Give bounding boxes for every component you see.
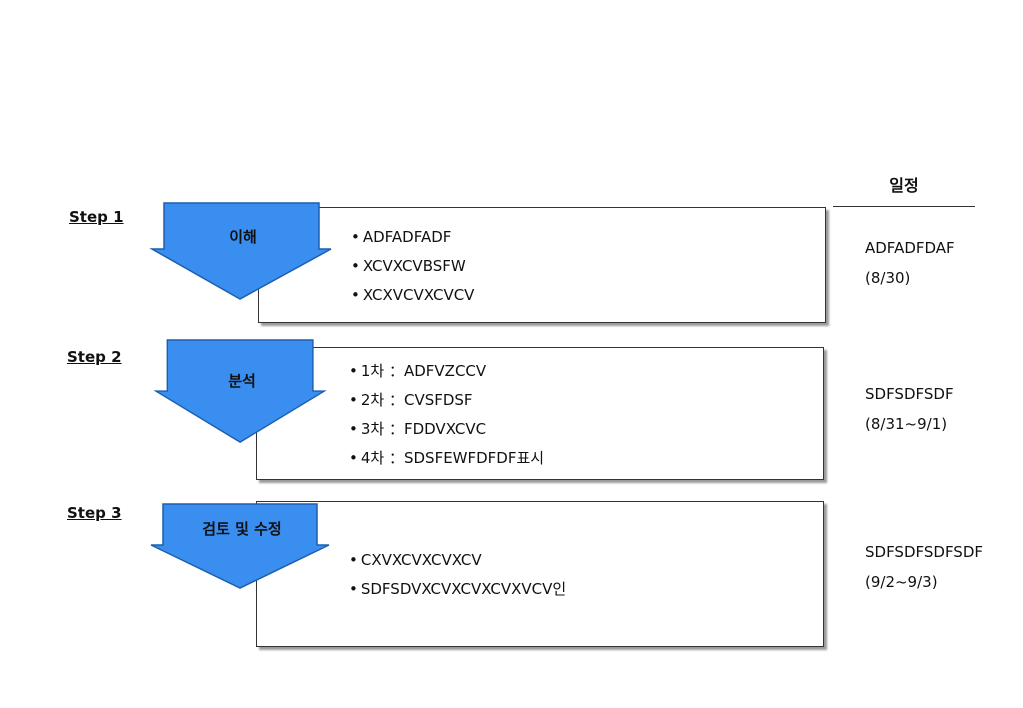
list-item: 3차 ：FDDVXCVC bbox=[349, 415, 544, 444]
schedule-divider bbox=[833, 206, 975, 207]
list-item: ADFADFADF bbox=[351, 223, 474, 252]
list-item: 4차 ：SDSFEWFDFDF표시 bbox=[349, 444, 544, 473]
schedule-title: 일정 bbox=[889, 176, 919, 195]
step-3-item-list: CXVXCVXCVXCV SDFSDVXCVXCVXCVXVCV인 bbox=[349, 546, 566, 604]
step-3-arrow-shape bbox=[150, 503, 330, 589]
list-item: SDFSDVXCVXCVXCVXVCV인 bbox=[349, 575, 566, 604]
step-2-arrow-shape bbox=[153, 339, 327, 443]
step-2-item-list: 1차 ：ADFVZCCV 2차 ：CVSFDSF 3차 ：FDDVXCVC 4차… bbox=[349, 357, 544, 473]
list-item: 2차 ：CVSFDSF bbox=[349, 386, 544, 415]
step-3-label: Step 3 bbox=[67, 504, 122, 522]
schedule-dates: (9/2~9/3) bbox=[865, 573, 938, 591]
step-3-schedule: SDFSDFSDFSDF (9/2~9/3) bbox=[865, 537, 983, 597]
list-item: 1차 ：ADFVZCCV bbox=[349, 357, 544, 386]
schedule-dates: (8/31~9/1) bbox=[865, 415, 948, 433]
step-1-label: Step 1 bbox=[69, 208, 124, 226]
step-2-label: Step 2 bbox=[67, 348, 122, 366]
list-item: XCXVCVXCVCV bbox=[351, 281, 475, 310]
schedule-name: SDFSDFSDFSDF bbox=[865, 543, 984, 561]
step-1-content-box bbox=[258, 207, 826, 323]
step-3-phase-label: 검토 및 수정 bbox=[202, 520, 282, 538]
list-item: CXVXCVXCVXCV bbox=[349, 546, 566, 575]
step-1-phase-label: 이해 bbox=[229, 228, 257, 246]
step-2-phase-label: 분석 bbox=[228, 372, 256, 390]
schedule-name: SDFSDFSDF bbox=[865, 385, 954, 403]
step-1-arrow: 이해 bbox=[149, 200, 336, 300]
step-1-schedule: ADFADFDAF (8/30) bbox=[865, 233, 955, 293]
schedule-name: ADFADFDAF bbox=[865, 239, 955, 257]
schedule-dates: (8/30) bbox=[865, 269, 911, 287]
step-3-arrow: 검토 및 수정 bbox=[149, 495, 335, 589]
step-2-schedule: SDFSDFSDF (8/31~9/1) bbox=[865, 379, 954, 439]
step-1-arrow-shape bbox=[149, 202, 332, 300]
list-item: XCVXCVBSFW bbox=[351, 252, 474, 281]
step-1-item-list: ADFADFADF XCVXCVBSFW XCXVCVXCVCV bbox=[351, 223, 475, 310]
step-2-arrow: 분석 bbox=[149, 339, 335, 450]
